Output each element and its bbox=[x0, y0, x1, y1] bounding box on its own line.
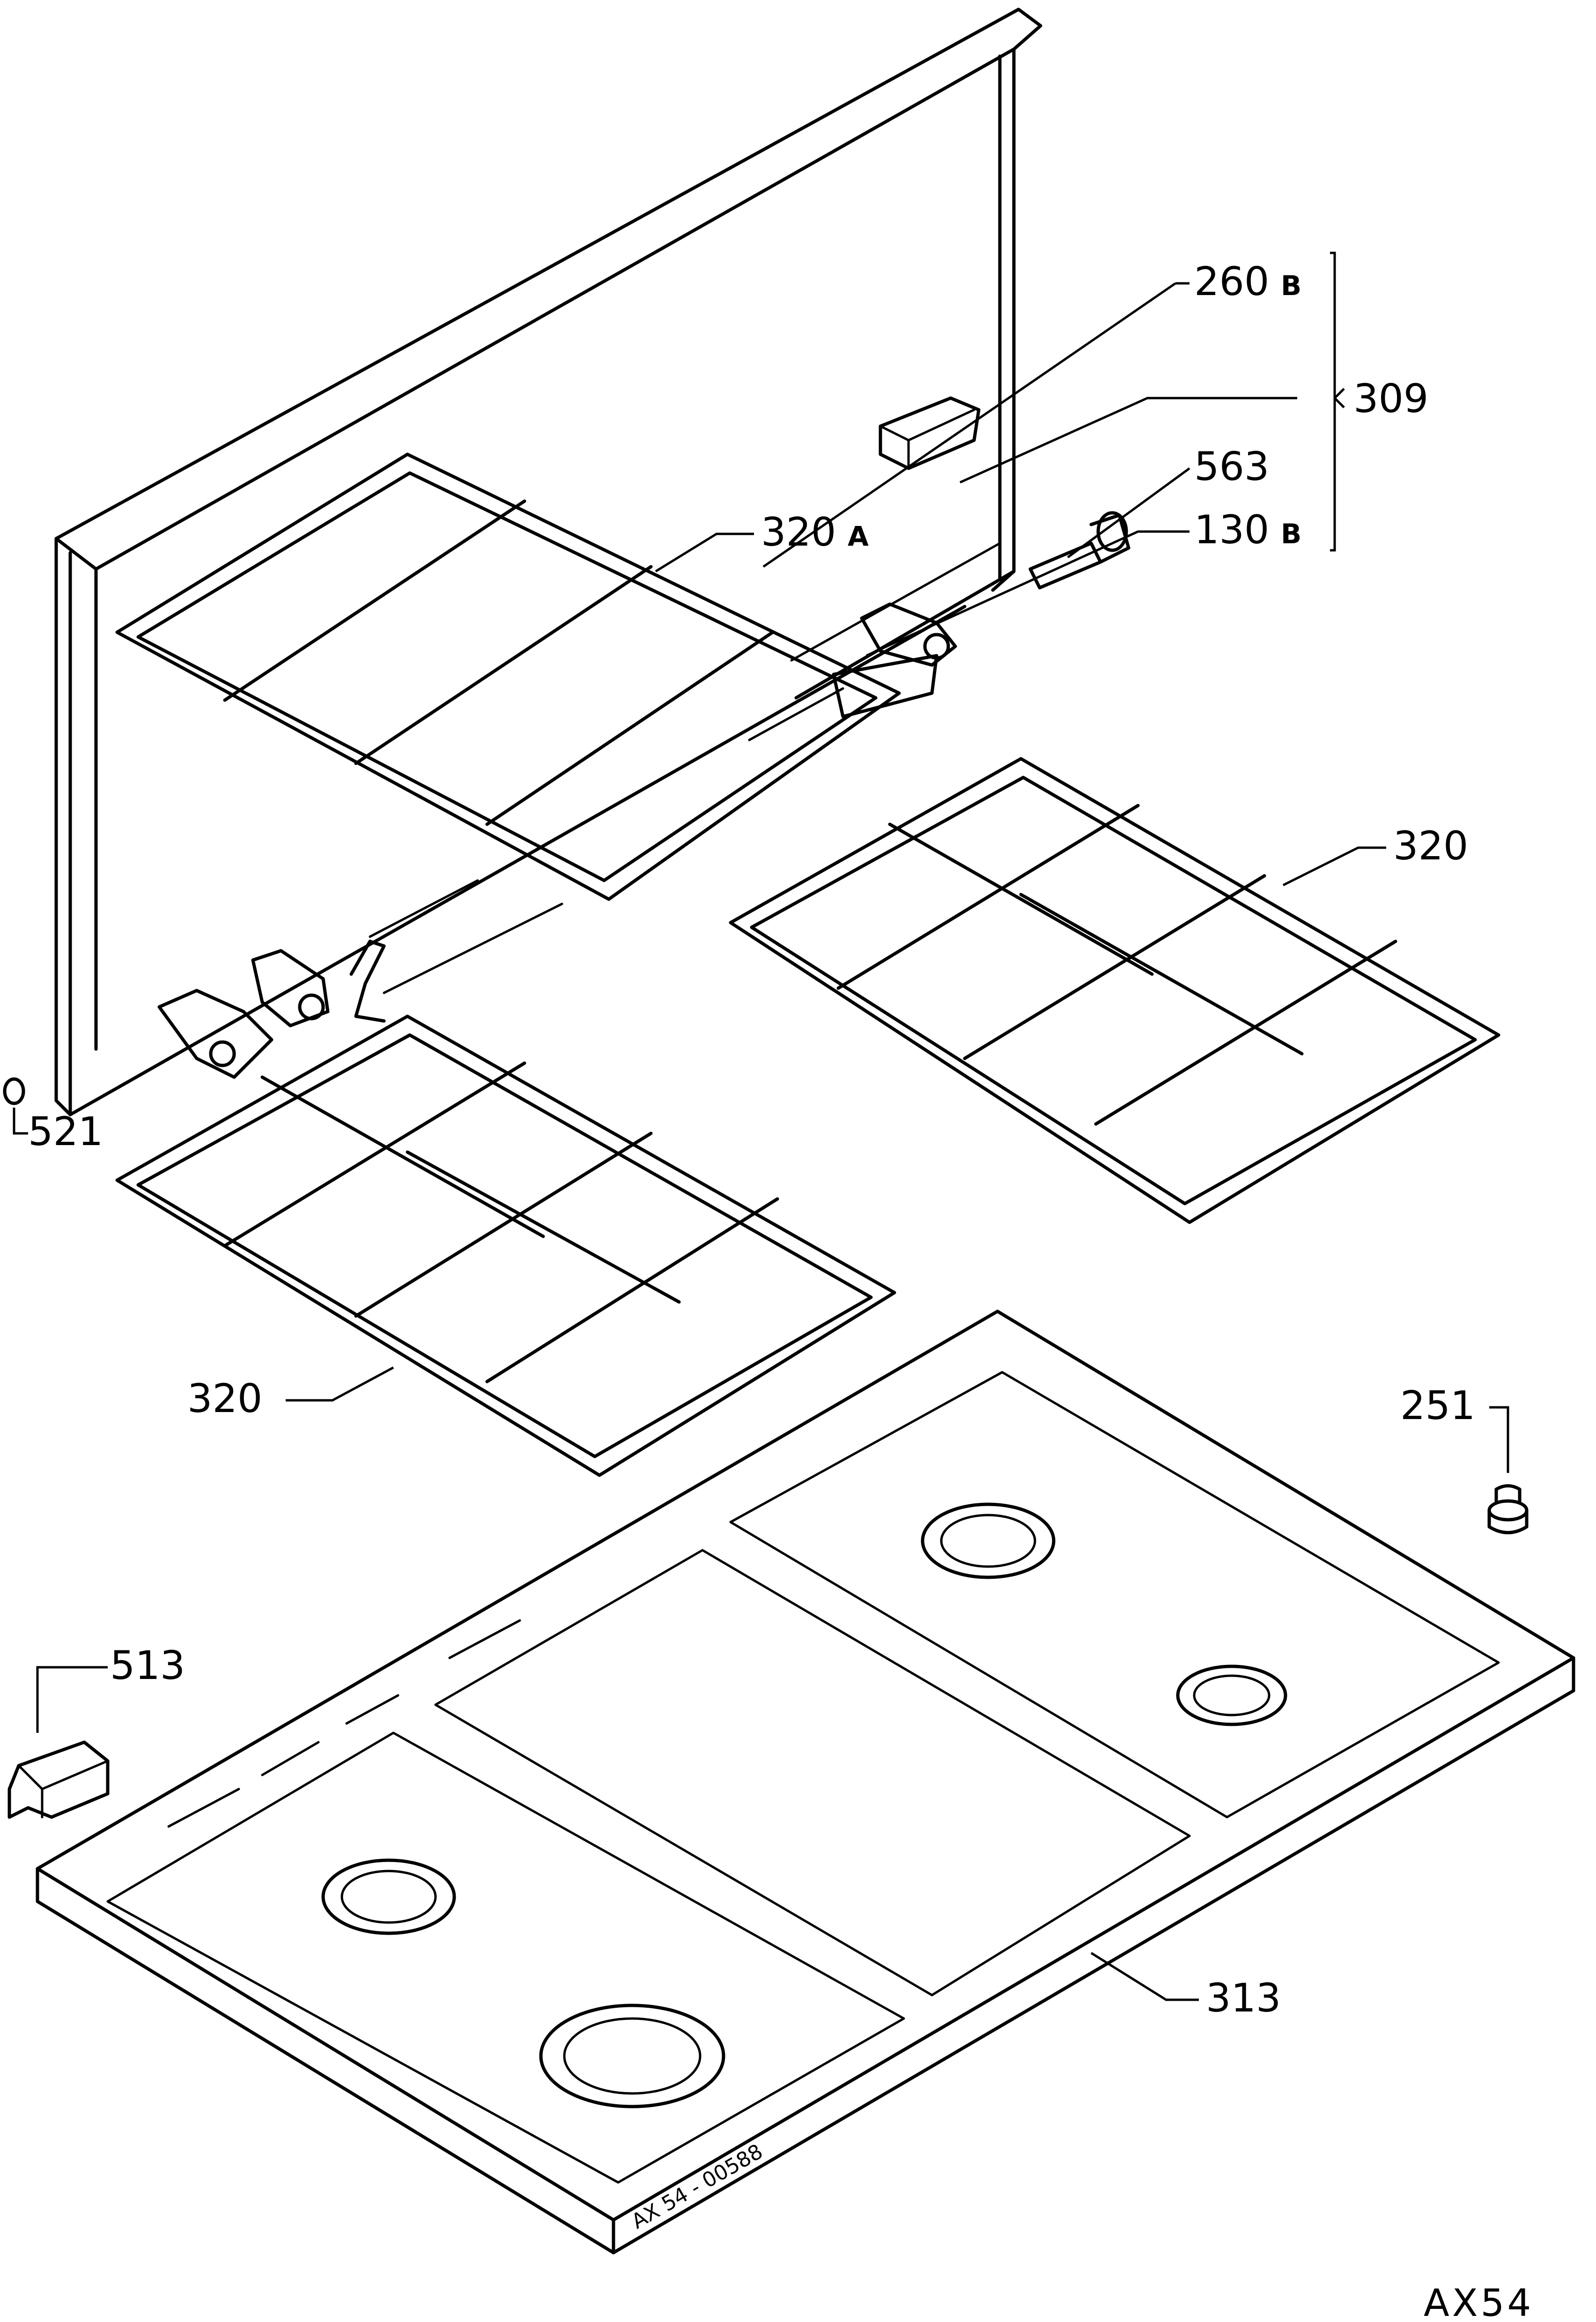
part-251-knob bbox=[1487, 1484, 1529, 1534]
callout-563-number: 563 bbox=[1194, 444, 1269, 489]
callout-513-number: 513 bbox=[110, 1642, 185, 1688]
callout-320-right: 320 bbox=[1393, 823, 1468, 869]
grid-320-left bbox=[115, 1014, 896, 1477]
callout-130b-suffix: B bbox=[1281, 518, 1301, 550]
callout-320a: 320 A bbox=[761, 509, 869, 555]
callout-260b-suffix: B bbox=[1281, 270, 1301, 302]
callout-320-left: 320 bbox=[187, 1375, 262, 1421]
callout-320a-suffix: A bbox=[848, 520, 869, 552]
callout-130b: 130 B bbox=[1194, 507, 1301, 553]
grid-320a bbox=[115, 452, 901, 901]
part-513-clip bbox=[7, 1740, 110, 1819]
callout-309-number: 309 bbox=[1353, 376, 1428, 422]
callout-521-number: 521 bbox=[28, 1109, 103, 1154]
grid-320-right bbox=[729, 757, 1500, 1224]
callout-320-left-number: 320 bbox=[187, 1375, 262, 1421]
callout-521: 521 bbox=[28, 1109, 103, 1154]
back-panel bbox=[54, 7, 1042, 1117]
callout-313-number: 313 bbox=[1206, 1975, 1281, 2021]
drawing-code: AX54 bbox=[1424, 2281, 1534, 2322]
callout-260b-number: 260 bbox=[1194, 259, 1269, 304]
callout-251: 251 bbox=[1400, 1383, 1475, 1428]
callout-260b: 260 B bbox=[1194, 259, 1301, 304]
callout-513: 513 bbox=[110, 1642, 185, 1688]
hinge-bracket-upper bbox=[748, 602, 957, 741]
callout-251-number: 251 bbox=[1400, 1383, 1475, 1428]
callout-309: 309 bbox=[1353, 376, 1428, 422]
leader-lines bbox=[13, 251, 1509, 2001]
part-563-pin bbox=[1028, 511, 1130, 590]
callout-320-right-number: 320 bbox=[1393, 823, 1468, 869]
hob-top-313 bbox=[36, 1309, 1575, 2255]
callout-320a-number: 320 bbox=[761, 509, 836, 555]
hinge-bracket-lower bbox=[157, 879, 563, 1079]
drawing-stamp: AX 54 - 00588 bbox=[628, 2139, 767, 2233]
callout-313: 313 bbox=[1206, 1975, 1281, 2021]
part-521-knob bbox=[3, 1077, 25, 1105]
callout-563: 563 bbox=[1194, 444, 1269, 489]
callout-130b-number: 130 bbox=[1194, 507, 1269, 553]
part-260b-clip bbox=[879, 396, 981, 470]
